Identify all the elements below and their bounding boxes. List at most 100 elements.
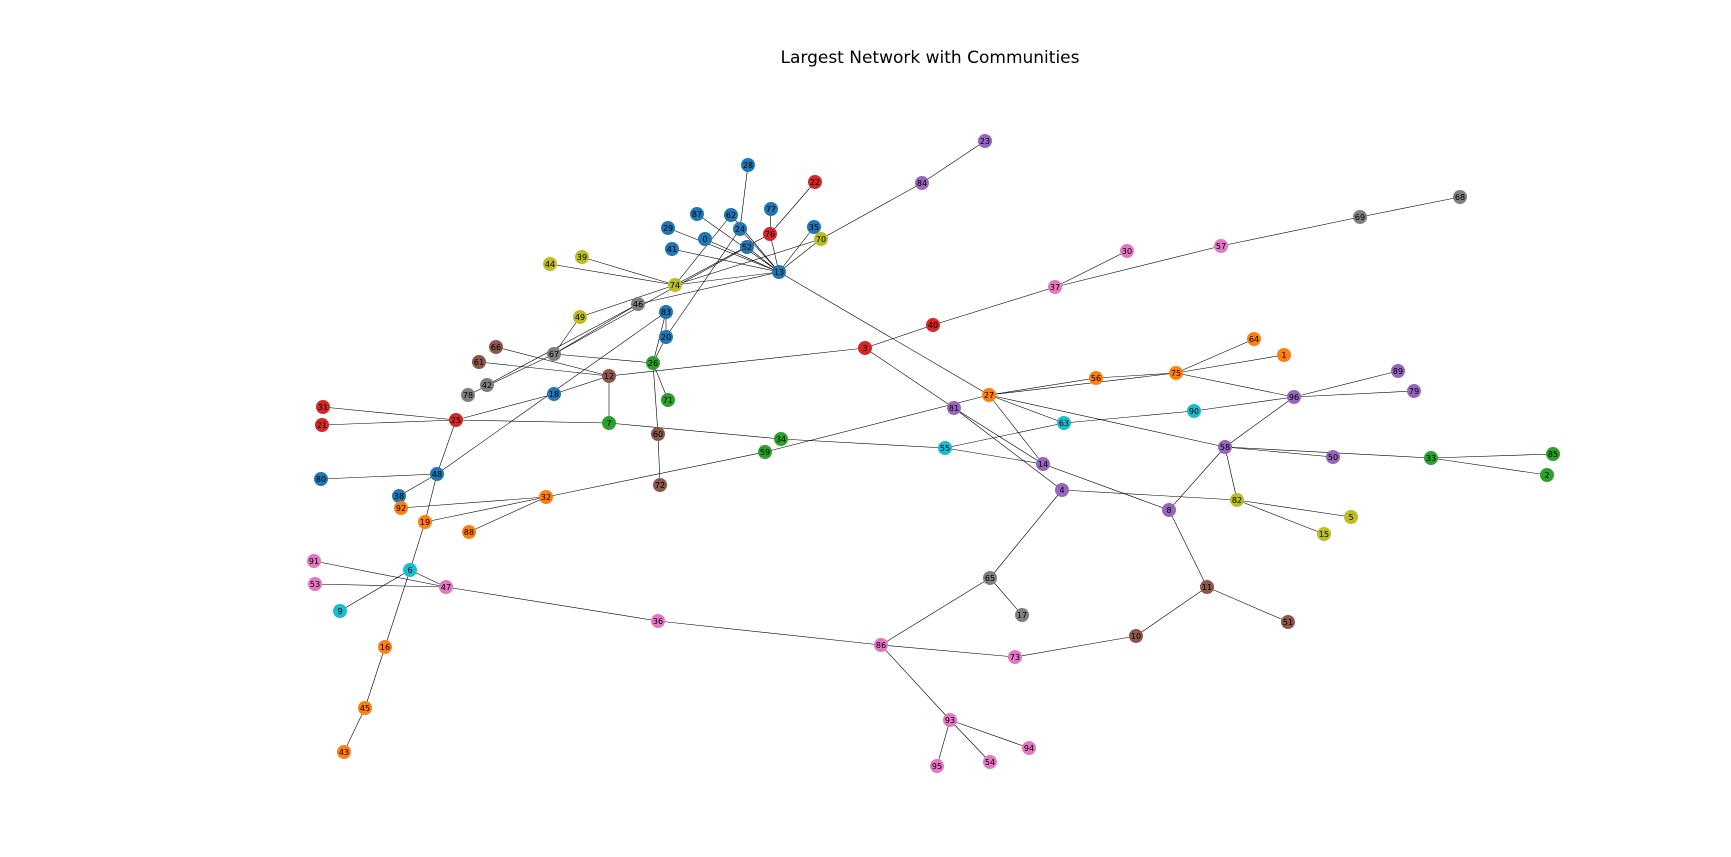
node-57: 57 — [1214, 239, 1228, 253]
node-label: 54 — [985, 758, 995, 767]
node-24: 24 — [733, 222, 747, 236]
edge-66-12 — [495, 346, 610, 377]
node-circle — [665, 242, 679, 256]
node-circle — [982, 388, 996, 402]
node-49: 49 — [573, 310, 587, 324]
node-circle — [480, 378, 494, 392]
node-53: 53 — [308, 577, 322, 591]
edge-6-16 — [384, 569, 411, 648]
node-label: 73 — [1010, 653, 1020, 662]
node-label: 53 — [310, 580, 320, 589]
node-label: 4 — [1059, 486, 1064, 495]
node-label: 58 — [1220, 443, 1230, 452]
node-40: 40 — [926, 318, 940, 332]
edge-36-86 — [657, 620, 882, 646]
node-circle — [631, 297, 645, 311]
node-6: 6 — [403, 563, 417, 577]
node-46: 46 — [631, 297, 645, 311]
node-label: 60 — [653, 430, 663, 439]
node-circle — [698, 232, 712, 246]
node-label: 83 — [661, 308, 671, 317]
node-label: 30 — [1122, 247, 1132, 256]
edge-76-74 — [674, 233, 771, 286]
edge-41-13 — [671, 248, 780, 273]
node-44: 44 — [543, 257, 557, 271]
node-circle — [461, 388, 475, 402]
node-label: 94 — [1024, 744, 1034, 753]
edge-layer — [313, 140, 1554, 767]
node-label: 10 — [1131, 632, 1141, 641]
node-9: 9 — [333, 604, 347, 618]
node-25: 25 — [449, 413, 463, 427]
node-label: 40 — [928, 321, 938, 330]
edge-70-74 — [674, 238, 822, 286]
node-label: 46 — [633, 300, 643, 309]
edge-47-36 — [445, 586, 659, 622]
node-label: 0 — [702, 235, 707, 244]
edge-84-70 — [820, 182, 923, 240]
edge-21-25 — [321, 419, 457, 426]
node-43: 43 — [337, 745, 351, 759]
node-78: 78 — [461, 388, 475, 402]
node-label: 34 — [776, 435, 786, 444]
edge-67-26 — [553, 353, 654, 364]
node-83: 83 — [659, 305, 673, 319]
node-circle — [1055, 483, 1069, 497]
edge-48-38 — [398, 473, 438, 497]
node-14: 14 — [1036, 457, 1050, 471]
node-circle — [1353, 210, 1367, 224]
node-72: 72 — [653, 478, 667, 492]
edge-87-13 — [696, 213, 780, 273]
edge-96-79 — [1293, 390, 1415, 398]
node-37: 37 — [1048, 280, 1062, 294]
edge-33-2 — [1430, 457, 1548, 476]
node-5: 5 — [1344, 510, 1358, 524]
node-93: 93 — [943, 713, 957, 727]
node-label: 65 — [985, 574, 995, 583]
node-circle — [758, 445, 772, 459]
edge-12-18 — [553, 375, 610, 395]
node-13: 13 — [772, 265, 786, 279]
node-11: 11 — [1200, 580, 1214, 594]
edge-65-86 — [880, 577, 991, 646]
node-label: 49 — [575, 313, 585, 322]
edge-30-37 — [1054, 250, 1128, 288]
edge-4-82 — [1061, 489, 1238, 501]
node-circle — [337, 745, 351, 759]
node-label: 29 — [663, 224, 673, 233]
edge-6-9 — [339, 569, 411, 612]
edge-8-11 — [1168, 509, 1208, 588]
node-circle — [774, 432, 788, 446]
edge-93-54 — [949, 719, 991, 763]
node-3: 3 — [858, 341, 872, 355]
node-circle — [938, 441, 952, 455]
edge-16-45 — [364, 646, 386, 709]
node-0: 0 — [698, 232, 712, 246]
node-41: 41 — [665, 242, 679, 256]
node-label: 9 — [337, 607, 342, 616]
edge-27-63 — [988, 394, 1065, 424]
node-circle — [1129, 629, 1143, 643]
node-8: 8 — [1162, 503, 1176, 517]
edge-74-62 — [674, 214, 732, 286]
edge-93-95 — [936, 719, 951, 767]
node-circle — [1120, 244, 1134, 258]
edge-60-72 — [657, 433, 661, 486]
edge-19-6 — [409, 521, 426, 571]
node-circle — [333, 604, 347, 618]
edge-53-47 — [314, 583, 447, 588]
edge-33-85 — [1430, 453, 1554, 459]
node-circle — [1200, 580, 1214, 594]
edge-75-27 — [988, 372, 1177, 396]
edge-96-89 — [1293, 370, 1399, 398]
node-label: 95 — [932, 762, 942, 771]
node-label: 92 — [396, 504, 406, 513]
node-circle — [858, 341, 872, 355]
node-circle — [439, 580, 453, 594]
node-circle — [403, 563, 417, 577]
node-circle — [814, 232, 828, 246]
edge-39-74 — [581, 256, 676, 286]
edge-70-13 — [778, 238, 822, 273]
edge-14-8 — [1042, 463, 1170, 511]
node-circle — [489, 340, 503, 354]
